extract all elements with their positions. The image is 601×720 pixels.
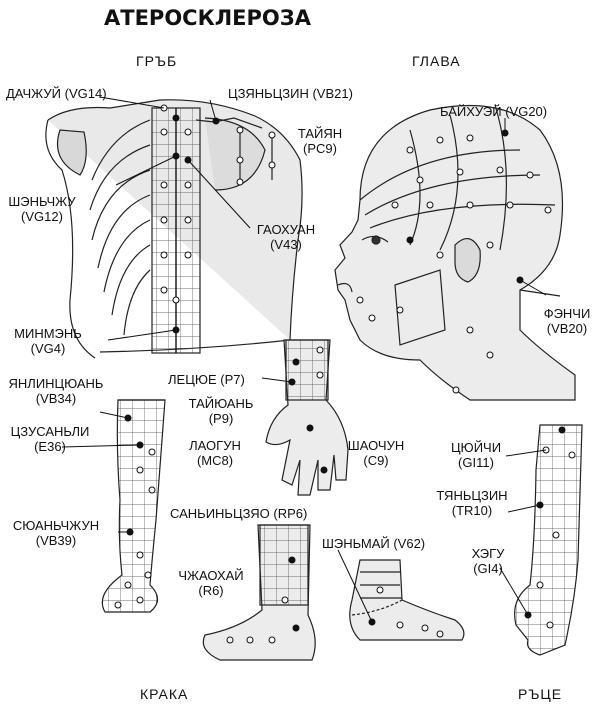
point-label-tayyuan-code: (P9) — [208, 411, 234, 426]
point-label-czyanczin: ЦЗЯНЬЦЗИН (VB21) — [228, 86, 353, 101]
section-label-legs: КРАКА — [140, 686, 189, 702]
forearm-points — [524, 426, 576, 629]
point-label-fenchi-code: (VB20) — [546, 321, 588, 336]
point-label-bayhuey: БАЙХУЭЙ (VG20) — [440, 104, 548, 119]
section-label-back: ГРЪБ — [136, 53, 178, 69]
point-label-shenmay: ШЭНЬМАЙ (V62) — [322, 536, 426, 551]
point-label-tayyuan: ТАЙЮАНЬ (P9) — [176, 396, 266, 426]
point-label-chzhaohay-code: (R6) — [198, 583, 224, 598]
point-label-yanlin-code: (VB34) — [35, 391, 77, 406]
point-label-shenchzhu: ШЭНЬЧЖУ (VG12) — [4, 194, 80, 224]
leg-leaders — [61, 411, 141, 533]
back-leaders — [99, 96, 251, 341]
point-label-shaochun-name: ШАОЧУН — [347, 438, 405, 453]
point-label-hegu-name: ХЭГУ — [471, 546, 505, 561]
point-label-shenchzhu-code: (VG12) — [21, 209, 63, 224]
point-label-laogun-name: ЛАОГУН — [189, 438, 241, 453]
inner-foot-figure — [202, 524, 316, 661]
point-label-fenchi-name: ФЭНЧИ — [543, 306, 591, 321]
point-label-chzhaohay: ЧЖАОХАЙ (R6) — [168, 568, 254, 598]
point-label-shaochun-code: (C9) — [363, 453, 389, 468]
point-label-laogun: ЛАОГУН (MC8) — [180, 438, 250, 468]
outer-foot-leaders — [337, 549, 373, 623]
point-label-yanlin: ЯНЛИНЦЮАНЬ (VB34) — [6, 376, 106, 406]
point-label-czyuychi-code: (GI11) — [458, 455, 494, 470]
point-label-gaohuan: ГАОХУАН (V43) — [248, 222, 324, 252]
point-label-syuanchzhun-name: СЮАНЬЧЖУН — [12, 518, 100, 533]
palm-figure — [265, 339, 349, 496]
point-label-syuanchzhun: СЮАНЬЧЖУН (VB39) — [4, 518, 108, 548]
point-label-czusanli: ЦЗУСАНЬЛИ (E36) — [4, 424, 96, 454]
outer-foot-figure — [349, 559, 465, 641]
inner-foot-points — [226, 556, 300, 644]
point-label-czusanli-code: (E36) — [34, 439, 66, 454]
forearm-figure — [514, 424, 583, 656]
point-label-dazhuy: ДАЧЖУЙ (VG14) — [6, 86, 107, 101]
head-leaders — [504, 118, 547, 296]
point-label-minmen-name: МИНМЭНЬ — [14, 326, 82, 341]
point-label-tyanczin: ТЯНЬЦЗИН (TR10) — [424, 488, 520, 518]
point-label-leczyue: ЛЕЦЮЕ (P7) — [168, 372, 245, 387]
point-label-minmen-code: (VG4) — [30, 341, 66, 356]
point-label-yanlin-name: ЯНЛИНЦЮАНЬ — [8, 376, 104, 391]
palm-leaders — [261, 377, 293, 383]
point-label-shaochun: ШАОЧУН (C9) — [340, 438, 412, 468]
point-label-czusanli-name: ЦЗУСАНЬЛИ — [10, 424, 90, 439]
point-label-gaohuan-name: ГАОХУАН — [256, 222, 316, 237]
point-label-tayyan: ТАЙЯН (PC9) — [288, 126, 352, 156]
point-label-laogun-code: (MC8) — [196, 453, 234, 468]
point-label-fenchi: ФЭНЧИ (VB20) — [538, 306, 596, 336]
forearm-leaders — [499, 449, 547, 616]
point-label-tayyan-code: (PC9) — [303, 141, 337, 156]
outer-foot-points — [368, 586, 444, 638]
point-label-czyuychi: ЦЮЙЧИ (GI11) — [440, 440, 512, 470]
point-label-tyanczin-code: (TR10) — [451, 503, 493, 518]
head-points — [356, 129, 552, 394]
point-label-sanyinczyao: САНЬИНЬЦЗЯО (RP6) — [170, 506, 308, 521]
point-label-chzhaohay-name: ЧЖАОХАЙ — [178, 568, 244, 583]
point-label-gaohuan-code: (V43) — [270, 237, 302, 252]
point-label-tyanczin-name: ТЯНЬЦЗИН — [436, 488, 508, 503]
point-label-minmen: МИНМЭНЬ (VG4) — [6, 326, 90, 356]
point-label-czyuychi-name: ЦЮЙЧИ — [450, 440, 502, 455]
section-label-hands: РЪЦЕ — [518, 686, 563, 702]
point-label-hegu-code: (GI4) — [473, 561, 503, 576]
head-figure — [334, 104, 576, 401]
leg-figure — [101, 399, 166, 613]
point-label-syuanchzhun-code: (VB39) — [35, 533, 77, 548]
page-title: АТЕРОСКЛЕРОЗА — [104, 6, 311, 30]
leg-points — [114, 414, 156, 609]
point-label-tayyuan-name: ТАЙЮАНЬ — [188, 396, 254, 411]
section-label-head: ГЛАВА — [412, 53, 461, 69]
back-points — [160, 104, 276, 334]
point-label-hegu: ХЭГУ (GI4) — [460, 546, 516, 576]
point-label-tayyan-name: ТАЙЯН — [297, 126, 343, 141]
point-label-shenchzhu-name: ШЭНЬЧЖУ — [8, 194, 76, 209]
